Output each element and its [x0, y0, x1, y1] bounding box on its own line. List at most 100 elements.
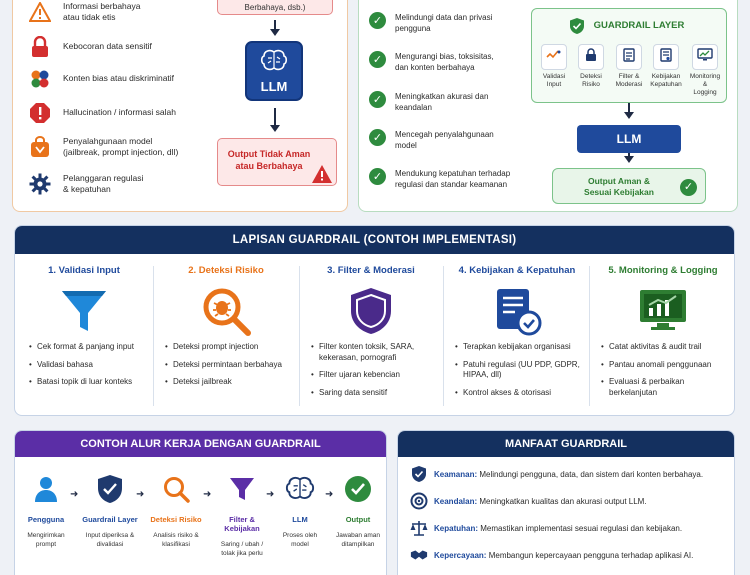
funnel-icon — [58, 285, 110, 337]
workflow-step: Output Jawaban aman ditampilkan — [327, 473, 386, 549]
benefit-label: Kepatuhan: — [434, 523, 478, 533]
shield-icon — [345, 285, 397, 337]
benefit-text: Kepercayaan: Membangun kepercayaan pengg… — [434, 551, 693, 560]
handshake-icon — [410, 546, 428, 564]
layer-column: 2. Deteksi Risiko Deteksi prompt injecti… — [155, 260, 297, 410]
risk-item: Informasi berbahaya atau tidak etis — [27, 0, 141, 25]
layers-header: LAPISAN GUARDRAIL (CONTOH IMPLEMENTASI) — [15, 226, 734, 254]
divider — [153, 266, 154, 406]
workflow-step-name: Pengguna — [27, 515, 65, 524]
risk-panel: Informasi berbahaya atau tidak etis Kebo… — [12, 0, 348, 212]
check-icon: ✓ — [369, 51, 386, 68]
guardrail-layer-title: GUARDRAIL LAYER — [593, 20, 685, 31]
bug-search-icon — [200, 285, 252, 337]
layer-item: Pantau anomali penggunaan — [601, 360, 729, 371]
risk-item: Hallucination / informasi salah — [27, 100, 176, 126]
unsafe-output-text: Output Tidak Aman atau Berbahaya — [227, 149, 311, 171]
guardrail-cell-label: Kebijakan Kepatuhan — [650, 73, 682, 88]
workflow-step: Guardrail Layer Input diperiksa & divali… — [79, 473, 141, 549]
workflow-step-desc: Input diperiksa & divalidasi — [85, 532, 135, 548]
guard-benefit-item: ✓ Mendukung kepatuhan terhadap regulasi … — [369, 168, 515, 190]
layer-item: Deteksi prompt injection — [165, 342, 291, 353]
benefit-item: Kepatuhan: Memastikan implementasi sesua… — [410, 519, 682, 537]
harmful-input-box: Berbahaya, dsb.) — [217, 0, 333, 15]
bag-icon — [27, 134, 53, 160]
arrow-down — [270, 20, 280, 36]
policy-document-icon — [491, 285, 543, 337]
risk-item: Pelanggaran regulasi & kepatuhan — [27, 171, 143, 197]
benefit-label: Kepercayaan: — [434, 550, 487, 560]
document-icon — [623, 47, 635, 67]
workflow-step-name: Deteksi Risiko — [150, 515, 202, 524]
layer-item: Terapkan kebijakan organisasi — [455, 342, 583, 353]
workflow-step-desc: Mengirimkan prompt — [27, 532, 65, 548]
workflow-step-name: Filter & Kebijakan — [224, 515, 260, 533]
guard-benefit-text: Mencegah penyalahgunaan model — [395, 130, 494, 150]
layer-item: Deteksi jailbreak — [165, 377, 291, 388]
search-icon — [160, 473, 192, 505]
arrow-right-icon: ➜ — [203, 489, 212, 500]
guard-benefit-item: ✓ Mencegah penyalahgunaan model — [369, 129, 515, 151]
check-icon: ✓ — [369, 91, 386, 108]
shield-icon — [94, 473, 126, 505]
arrow-down — [624, 153, 634, 163]
workflow-step-desc: Proses oleh model — [282, 532, 318, 548]
layer-item: Cek format & panjang input — [29, 342, 143, 353]
shield-icon — [410, 465, 428, 483]
safe-output-text: Output Aman & Sesuai Kebijakan — [584, 176, 654, 197]
warning-icon — [311, 164, 333, 187]
arrow-right-icon: ➜ — [136, 489, 145, 500]
benefit-item: Keandalan: Meningkatkan kualitas dan aku… — [410, 492, 647, 510]
guardrail-cell-label: Deteksi Risiko — [580, 73, 602, 88]
guard-benefit-item: ✓ Mengurangi bias, toksisitas, dan konte… — [369, 51, 515, 73]
benefits-panel: MANFAAT GUARDRAIL Keamanan: Melindungi p… — [397, 430, 735, 575]
workflow-header: CONTOH ALUR KERJA DENGAN GUARDRAIL — [15, 431, 386, 457]
layer-item: Saring data sensitif — [311, 388, 435, 399]
arrow-down — [624, 103, 634, 119]
guardrail-cell: Deteksi Risiko — [573, 44, 609, 89]
shield-icon — [569, 17, 585, 40]
risk-item: Konten bias atau diskriminatif — [27, 66, 174, 92]
risk-text: Konten bias atau diskriminatif — [63, 73, 175, 84]
benefit-item: Kepercayaan: Membangun kepercayaan pengg… — [410, 546, 693, 564]
gear-icon — [27, 171, 53, 197]
workflow-step-name: Guardrail Layer — [82, 515, 138, 524]
layer-item: Evaluasi & perbaikan berkelanjutan — [601, 377, 729, 398]
benefit-text: Keandalan: Meningkatkan kualitas dan aku… — [434, 497, 647, 506]
arrow-right-icon: ➜ — [266, 489, 275, 500]
guard-benefit-text: Mengurangi bias, toksisitas, dan konten … — [395, 52, 494, 72]
guardrail-panel: ✓ Melindungi data dan privasi pengguna ✓… — [358, 0, 738, 212]
benefit-item: Keamanan: Melindungi pengguna, data, dan… — [410, 465, 703, 483]
guard-benefit-item: ✓ Melindungi data dan privasi pengguna — [369, 12, 515, 34]
guard-benefit-item: ✓ Meningkatkan akurasi dan keandalan — [369, 91, 515, 113]
guardrail-cell-label: Monitoring & Logging — [689, 73, 721, 96]
benefit-desc: Meningkatkan kualitas dan akurasi output… — [477, 496, 647, 506]
benefit-text: Keamanan: Melindungi pengguna, data, dan… — [434, 470, 703, 479]
check-icon: ✓ — [680, 179, 697, 196]
policy-icon — [660, 47, 672, 67]
unsafe-output-box: Output Tidak Aman atau Berbahaya — [217, 138, 337, 186]
risk-item: Kebocoran data sensitif — [27, 34, 152, 60]
llm-box: LLM — [245, 41, 303, 101]
lock-icon — [585, 47, 597, 67]
risk-text: Pelanggaran regulasi & kepatuhan — [63, 172, 144, 195]
layer-item: Filter ujaran kebencian — [311, 370, 435, 381]
layer-item: Filter konten toksik, SARA, kekerasan, p… — [311, 342, 435, 363]
workflow-step-name: Output — [345, 515, 371, 524]
workflow-step-desc: Saring / ubah / tolak jika perlu — [220, 541, 264, 557]
target-icon — [410, 492, 428, 510]
risk-item: Penyalahgunaan model (jailbreak, prompt … — [27, 134, 178, 160]
workflow-step-desc: Analisis risiko & klasifikasi — [153, 532, 199, 548]
llm-box: LLM — [577, 125, 681, 153]
layer-title: 3. Filter & Moderasi — [327, 265, 415, 276]
guard-benefit-text: Mendukung kepatuhan terhadap regulasi da… — [395, 169, 511, 189]
check-circle-icon — [342, 473, 374, 505]
harmful-input-text: Berbahaya, dsb.) — [244, 3, 306, 12]
layer-column: 3. Filter & Moderasi Filter konten toksi… — [301, 260, 441, 410]
brain-icon — [284, 473, 316, 505]
brain-icon — [260, 49, 288, 75]
check-icon: ✓ — [369, 168, 386, 185]
guardrail-cell: Monitoring & Logging — [687, 44, 723, 97]
workflow-step: Pengguna Mengirimkan prompt — [15, 473, 77, 549]
benefit-desc: Melindungi pengguna, data, dan sistem da… — [477, 469, 704, 479]
